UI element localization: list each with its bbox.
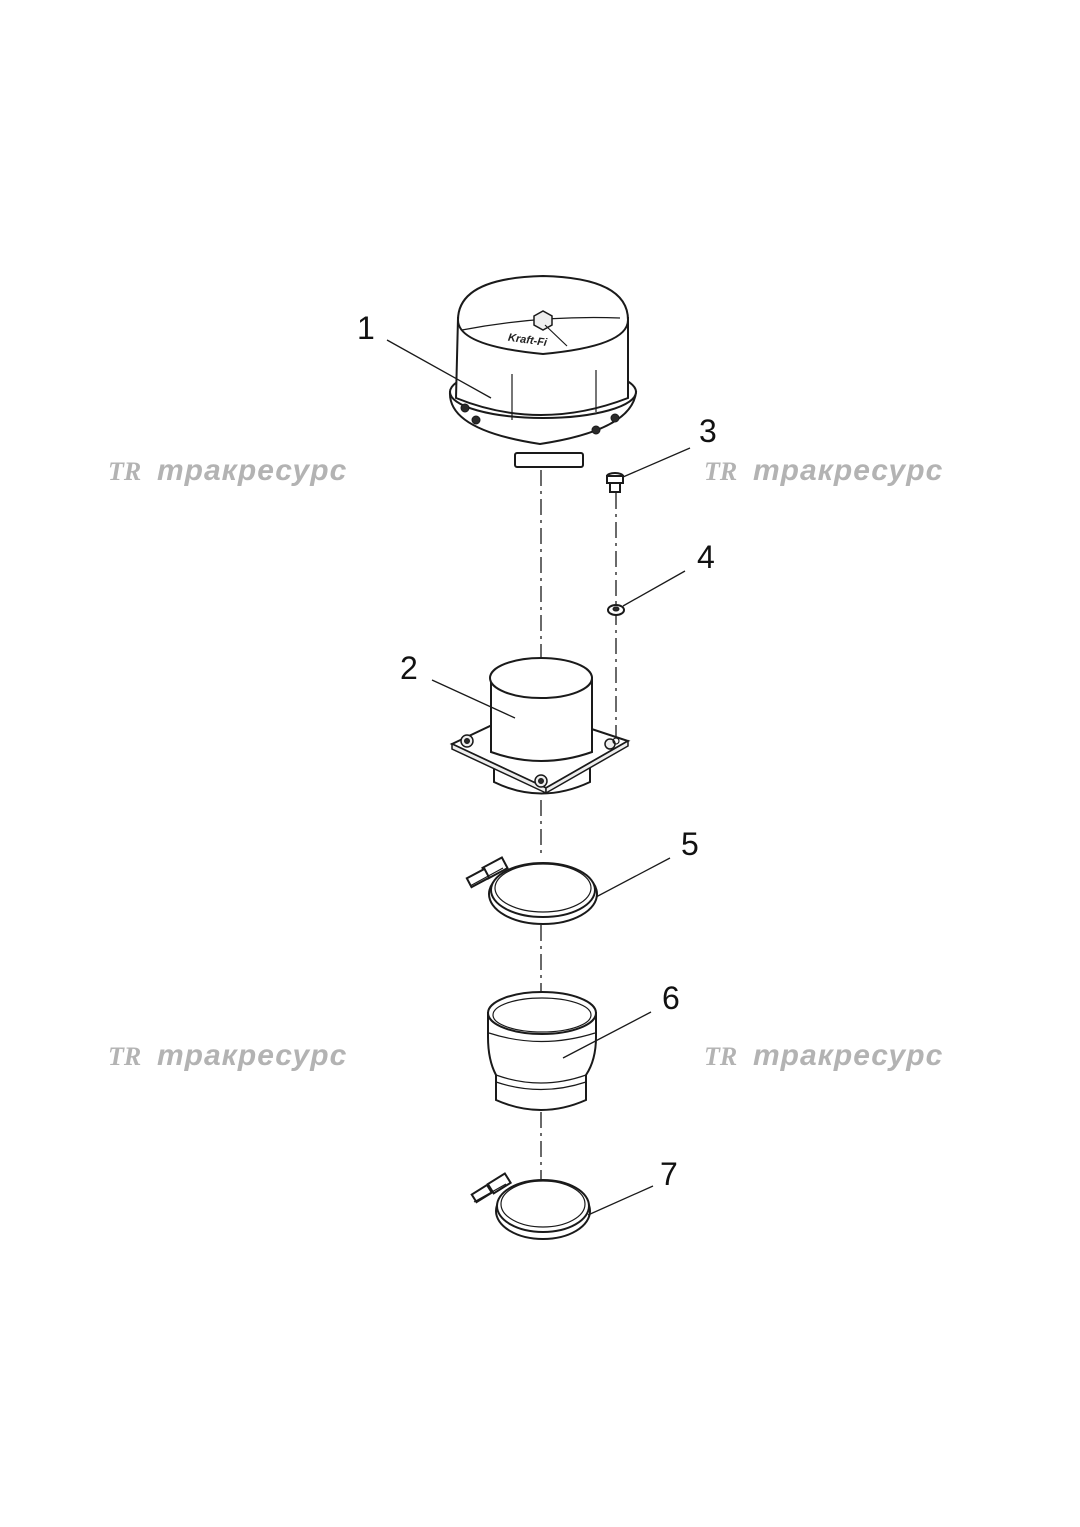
leader-2: [431, 679, 516, 719]
watermark-bottom-right: TR тракресурс: [704, 1039, 943, 1072]
leader-6: [562, 1011, 652, 1059]
leader-4: [622, 570, 686, 607]
svg-text:тракресурс: тракресурс: [753, 1039, 943, 1072]
watermark-bottom-left: TR тракресурс: [108, 1039, 347, 1072]
leader-1: [386, 339, 492, 399]
callout-5: 5: [681, 826, 699, 862]
leader-5: [595, 857, 671, 898]
part-1-precleaner-cover: Kraft-Fi: [448, 274, 638, 468]
svg-text:TR: TR: [108, 1042, 141, 1071]
leader-3: [622, 447, 691, 478]
cover-logo: Kraft-Fi: [507, 332, 548, 349]
callout-4: 4: [697, 539, 715, 575]
callout-7: 7: [660, 1156, 678, 1192]
part-7-hose-clamp: [470, 1172, 591, 1240]
callout-3: 3: [699, 413, 717, 449]
part-5-hose-clamp: [465, 856, 598, 925]
part-6-reducer-hose: [487, 991, 597, 1111]
svg-text:тракресурс: тракресурс: [157, 1039, 347, 1072]
watermark-top-left: TR тракресурс: [108, 454, 347, 487]
svg-text:TR: TR: [704, 1042, 737, 1071]
svg-text:TR: TR: [108, 457, 141, 486]
svg-text:тракресурс: тракресурс: [157, 454, 347, 487]
callout-1: 1: [357, 310, 375, 346]
callout-6: 6: [662, 980, 680, 1016]
part-3-bolt: [606, 472, 624, 493]
svg-text:тракресурс: тракресурс: [753, 454, 943, 487]
part-2-adapter: [449, 657, 631, 795]
svg-text:TR: TR: [704, 457, 737, 486]
part-4-washer: [607, 604, 625, 616]
callout-2: 2: [400, 650, 418, 686]
leader-7: [587, 1185, 654, 1216]
watermark-top-right: TR тракресурс: [704, 454, 943, 487]
